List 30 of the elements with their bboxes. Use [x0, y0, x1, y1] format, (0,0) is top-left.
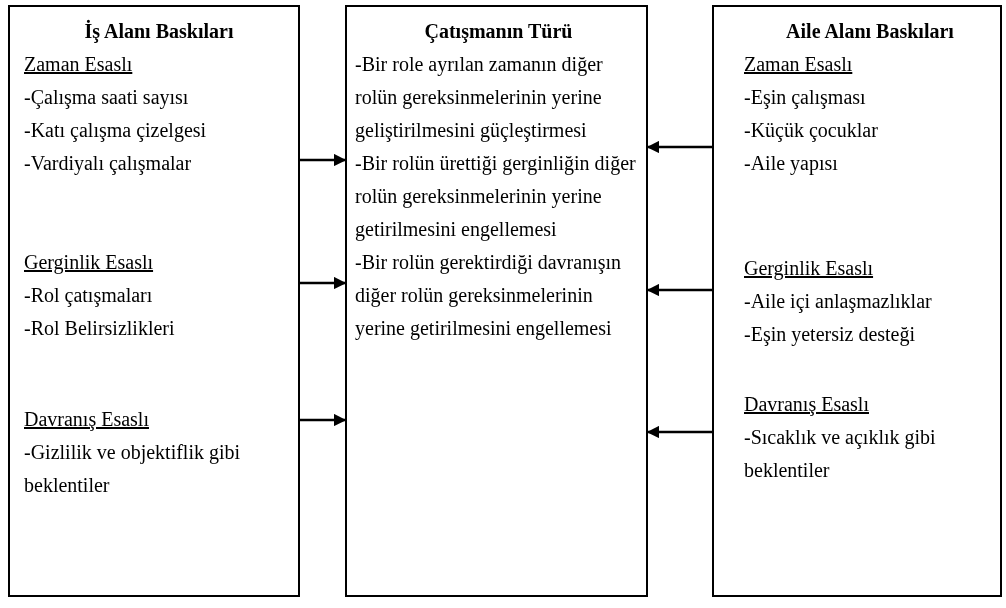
panel-heading: İş Alanı Baskıları — [83, 19, 235, 45]
text-panel — [8, 5, 300, 597]
arrow — [300, 276, 347, 290]
list-item: -Bir role ayrılan zamanın diğer rolün gereksinmelerinin yerine geliştirilmesini güçleştirmesi — [355, 52, 604, 144]
list-item: -Bir rolün ürettiği gerginliğin diğer rolün gereksinmelerinin yerine getirilmesini engellemesi — [355, 151, 637, 243]
section-heading: Zaman Esaslı — [24, 52, 133, 77]
panel-heading: Çatışmanın Türü — [423, 19, 574, 45]
list-item: -Gizlilik ve objektiflik gibi beklentiler — [24, 440, 242, 498]
section-heading: Davranış Esaslı — [744, 392, 869, 418]
section-heading: Zaman Esaslı — [744, 52, 853, 77]
text-panel — [345, 5, 648, 597]
arrow — [300, 413, 347, 427]
arrow — [300, 153, 347, 167]
section-heading: Gerginlik Esaslı — [744, 256, 874, 282]
list-item: -Küçük çocuklar — [744, 118, 879, 144]
list-item: -Aile yapısı — [744, 151, 839, 177]
section-heading: Davranış Esaslı — [24, 407, 149, 433]
list-item: -Rol Belirsizlikleri — [24, 316, 176, 341]
list-item: -Çalışma saati sayısı — [24, 85, 190, 111]
list-item: -Bir rolün gerektirdiği davranışın diğer rolün gereksinmelerinin yerine getirilmesini engellemesi — [355, 250, 623, 342]
panel-heading: Aile Alanı Baskıları — [785, 19, 955, 44]
list-item: -Eşin yetersiz desteği — [744, 322, 917, 348]
list-item: -Sıcaklık ve açıklık gibi beklentiler — [744, 425, 937, 483]
list-item: -Rol çatışmaları — [24, 283, 154, 309]
list-item: -Katı çalışma çizelgesi — [24, 118, 208, 144]
list-item: -Vardiyalı çalışmalar — [24, 151, 193, 177]
list-item: -Eşin çalışması — [744, 85, 867, 111]
list-item: -Aile içi anlaşmazlıklar — [744, 289, 933, 315]
section-heading: Gerginlik Esaslı — [24, 250, 154, 276]
text-panel — [712, 5, 1002, 597]
